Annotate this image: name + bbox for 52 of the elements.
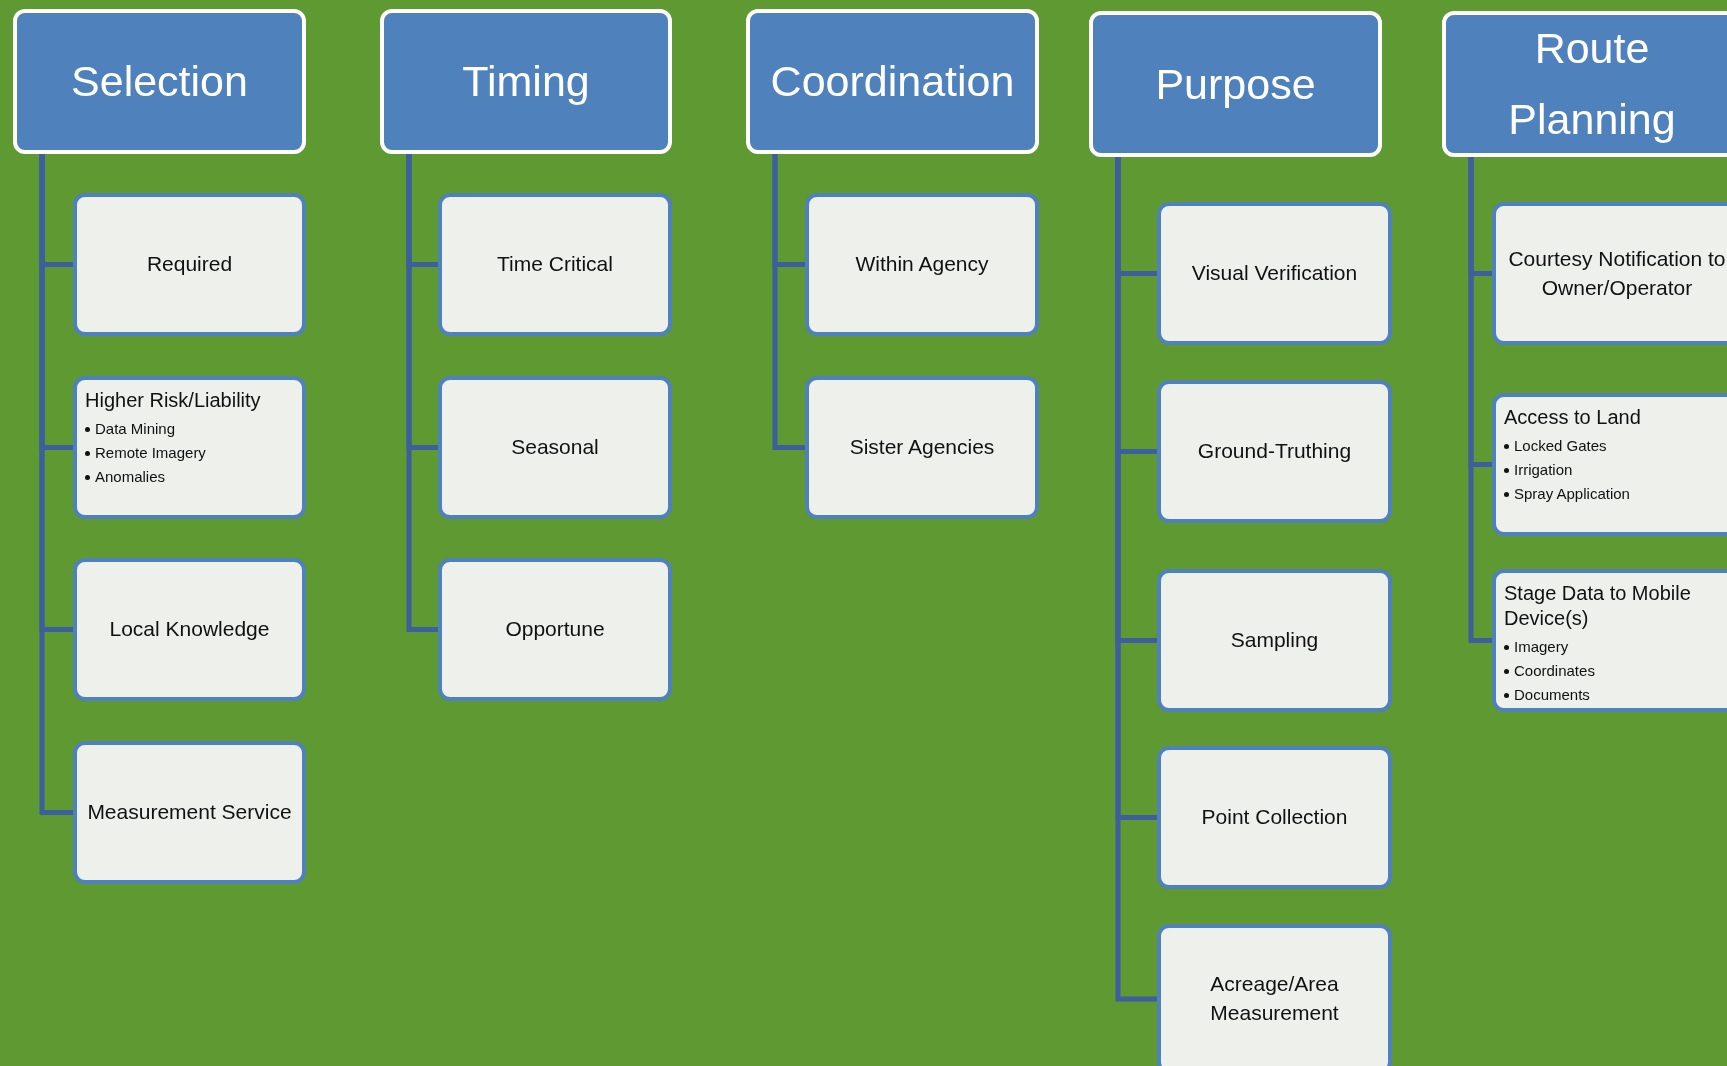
card-label: Local Knowledge — [109, 616, 270, 643]
category-header: Selection — [13, 9, 306, 154]
item-card — [805, 376, 1039, 519]
category-header: Route Planning — [1442, 11, 1727, 157]
connector-line — [772, 154, 805, 450]
bullet-item: Data Mining — [95, 419, 176, 439]
item-card — [438, 558, 672, 701]
card-heading: Higher Risk/Liability — [85, 388, 262, 413]
card-label: Point Collection — [1201, 804, 1348, 831]
item-card — [1492, 569, 1727, 712]
item-card — [1157, 380, 1392, 523]
item-card — [73, 193, 306, 336]
item-card — [1157, 202, 1392, 345]
item-card — [1157, 569, 1392, 712]
category-header: Coordination — [746, 9, 1039, 154]
item-card — [438, 376, 672, 519]
item-card — [1157, 746, 1392, 889]
card-label: Sister Agencies — [849, 434, 995, 461]
bullet-item: Documents — [1514, 685, 1590, 705]
card-label: Required — [146, 251, 233, 278]
category-header: Purpose — [1089, 11, 1382, 157]
card-heading: Access to Land — [1504, 405, 1642, 430]
item-card — [73, 376, 306, 519]
bullet-item: Remote Imagery — [95, 443, 206, 463]
bullet-item: Imagery — [1514, 637, 1569, 657]
category-header: Timing — [380, 9, 672, 154]
card-heading: Stage Data to Mobile Device(s) — [1504, 581, 1692, 631]
bullet-item: Irrigation — [1514, 460, 1573, 480]
card-label: Opportune — [505, 616, 605, 643]
card-label: Courtesy Notification to Owner/Operator — [1507, 245, 1727, 301]
bullet-item: Coordinates — [1514, 661, 1595, 681]
card-label: Seasonal — [511, 434, 599, 461]
card-label: Ground-Truthing — [1197, 438, 1352, 465]
item-card — [1157, 924, 1392, 1066]
card-label: Measurement Service — [87, 799, 292, 826]
bullet-item: Anomalies — [95, 467, 166, 487]
connector-line — [406, 154, 438, 632]
card-label: Acreage/Area Measurement — [1209, 971, 1340, 1026]
card-label: Visual Verification — [1191, 260, 1358, 287]
bullet-item: Spray Application — [1514, 484, 1630, 504]
item-card — [1492, 393, 1727, 536]
connector-line — [1468, 157, 1492, 643]
item-card — [73, 558, 306, 701]
card-label: Time Critical — [497, 251, 613, 278]
card-label: Within Agency — [855, 251, 989, 278]
item-card — [73, 741, 306, 884]
card-label: Sampling — [1230, 627, 1319, 654]
item-card — [805, 193, 1039, 336]
item-card — [1492, 202, 1727, 345]
connector-line — [39, 154, 73, 815]
item-card — [438, 193, 672, 336]
bullet-item: Locked Gates — [1514, 436, 1607, 456]
